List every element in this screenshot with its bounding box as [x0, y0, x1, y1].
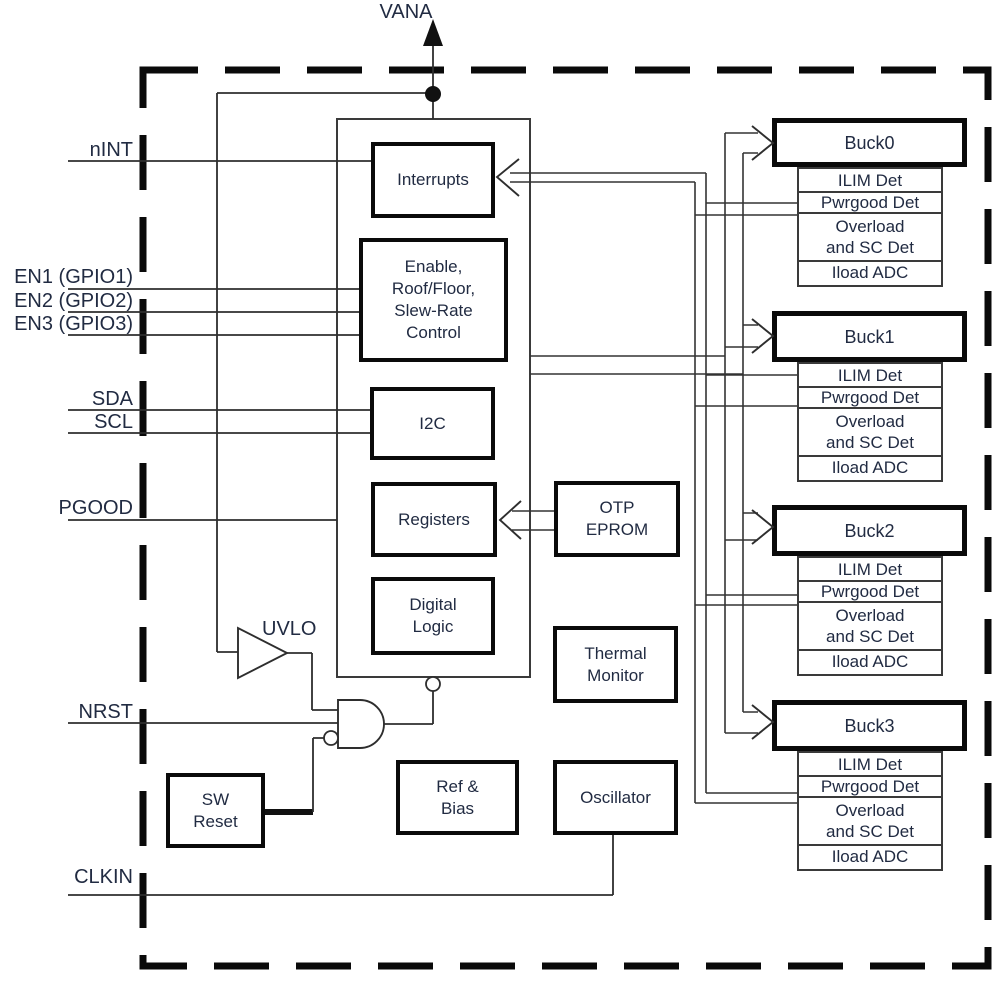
oscillator-block: Oscillator — [553, 760, 678, 835]
registers-label: Registers — [398, 509, 470, 529]
thermal-monitor-label-line2: Monitor — [587, 665, 644, 685]
buck3-label: Buck3 — [844, 715, 895, 736]
interrupts-label: Interrupts — [397, 170, 469, 189]
buck3-row-ilim: ILIM Det — [837, 754, 903, 774]
buck2-row-overload: Overload and SC Det — [799, 601, 941, 649]
otp-eprom-label-line1: OTP — [599, 498, 635, 517]
otp-eprom-label-line2: EPROM — [585, 520, 649, 539]
interrupts-arrowhead — [495, 158, 520, 197]
sw-reset-to-gate-wire — [312, 737, 324, 812]
buck0-row-ilim: ILIM Det — [837, 170, 903, 190]
pin-label-sda: SDA — [91, 388, 133, 410]
pin-label-pgood: PGOOD — [58, 497, 133, 519]
enable-label-line1: Enable, — [404, 257, 463, 276]
buck1-arrowhead — [751, 318, 775, 354]
wire-clkin — [68, 835, 614, 896]
buck3-row-pwrgood: Pwrgood Det — [799, 775, 941, 796]
otp-to-registers-lines — [512, 510, 554, 531]
buck2-arrowhead — [751, 509, 775, 545]
buck2-row-iload: Iload ADC — [799, 649, 941, 672]
interrupt-bus-horizontal — [510, 172, 706, 183]
otp-eprom-block: OTP EPROM — [554, 481, 680, 557]
sw-reset-label-line1: SW — [201, 789, 230, 809]
i2c-label: I2C — [419, 413, 446, 433]
buck2-ctrl-lines — [725, 512, 758, 541]
interrupts-block: Interrupts — [371, 142, 495, 218]
pin-label-en2: EN2 (GPIO2) — [14, 290, 133, 312]
buck2-row-pwrgood: Pwrgood Det — [799, 580, 941, 601]
buck3-row-overload: Overload and SC Det — [799, 796, 941, 844]
ref-bias-label-line2: Bias — [440, 798, 475, 818]
buck0-stack-stubs — [695, 202, 797, 216]
enable-feed-horizontal — [530, 355, 743, 375]
gate-input-bubble — [323, 730, 339, 746]
registers-arrowhead — [498, 500, 522, 540]
oscillator-label: Oscillator — [580, 787, 651, 807]
buck1-ctrl-lines — [725, 324, 758, 348]
sw-reset-block: SW Reset — [166, 773, 265, 848]
thermal-monitor-block: Thermal Monitor — [553, 626, 678, 703]
enable-label-line4: Control — [406, 323, 461, 342]
buck0-block: Buck0 — [772, 118, 967, 167]
buck0-label: Buck0 — [844, 132, 895, 153]
buck1-row-iload: Iload ADC — [799, 455, 941, 478]
buck0-row-pwrgood: Pwrgood Det — [799, 191, 941, 212]
vana-arrowhead — [423, 19, 443, 46]
buck1-stack-stubs — [695, 374, 797, 407]
buck2-label: Buck2 — [844, 520, 895, 541]
buck0-detector-stack: ILIM Det Pwrgood Det Overload and SC Det… — [797, 167, 943, 287]
pin-label-en1: EN1 (GPIO1) — [14, 266, 133, 288]
uvlo-output-wire — [287, 652, 338, 711]
thermal-monitor-label-line1: Thermal — [584, 643, 647, 663]
gate-output-bubble — [425, 676, 441, 692]
buck3-row-iload: Iload ADC — [799, 844, 941, 867]
pin-label-en3: EN3 (GPIO3) — [14, 313, 133, 335]
and-gate — [337, 699, 385, 749]
pin-wires — [68, 160, 614, 896]
buck1-detector-stack: ILIM Det Pwrgood Det Overload and SC Det… — [797, 362, 943, 482]
buck1-label: Buck1 — [844, 326, 895, 347]
enable-label-line3: Slew-Rate — [394, 301, 473, 320]
digital-logic-label-line1: Digital — [409, 595, 457, 614]
sw-reset-label-line2: Reset — [193, 811, 238, 831]
buck2-stack-stubs — [695, 594, 797, 606]
buck1-block: Buck1 — [772, 311, 967, 362]
buck0-ctrl-lines — [725, 132, 758, 154]
buck3-block: Buck3 — [772, 700, 967, 751]
buck3-detector-stack: ILIM Det Pwrgood Det Overload and SC Det… — [797, 751, 943, 871]
buck2-detector-stack: ILIM Det Pwrgood Det Overload and SC Det… — [797, 556, 943, 676]
buck0-arrowhead — [751, 125, 775, 161]
digital-logic-block: Digital Logic — [371, 577, 495, 655]
buck2-row-ilim: ILIM Det — [837, 559, 903, 579]
buck0-row-iload: Iload ADC — [799, 260, 941, 283]
pin-label-clkin: CLKIN — [74, 866, 133, 888]
enable-label-line2: Roof/Floor, — [391, 279, 476, 298]
buck1-row-overload: Overload and SC Det — [799, 407, 941, 455]
digital-logic-label-line2: Logic — [412, 617, 454, 636]
ref-bias-block: Ref & Bias — [396, 760, 519, 835]
i2c-block: I2C — [370, 387, 495, 460]
pin-label-scl: SCL — [94, 411, 133, 433]
gate-output-wire — [384, 691, 434, 725]
buck1-row-pwrgood: Pwrgood Det — [799, 386, 941, 407]
pin-label-nint: nINT — [89, 139, 133, 161]
uvlo-label: UVLO — [262, 618, 317, 640]
pin-label-nrst: NRST — [78, 701, 133, 723]
registers-block: Registers — [371, 482, 497, 557]
buck3-arrowhead — [751, 704, 775, 740]
buck0-row-overload: Overload and SC Det — [799, 212, 941, 260]
buck3-stack-stubs — [695, 792, 797, 804]
ref-bias-label-line1: Ref & — [436, 776, 479, 796]
buck1-row-ilim: ILIM Det — [837, 365, 903, 385]
enable-control-block: Enable, Roof/Floor, Slew-Rate Control — [359, 238, 508, 362]
buck3-ctrl-lines — [725, 711, 758, 734]
vana-junction-dot — [425, 86, 441, 102]
vana-pin-label: VANA — [379, 1, 433, 23]
buck2-block: Buck2 — [772, 505, 967, 556]
